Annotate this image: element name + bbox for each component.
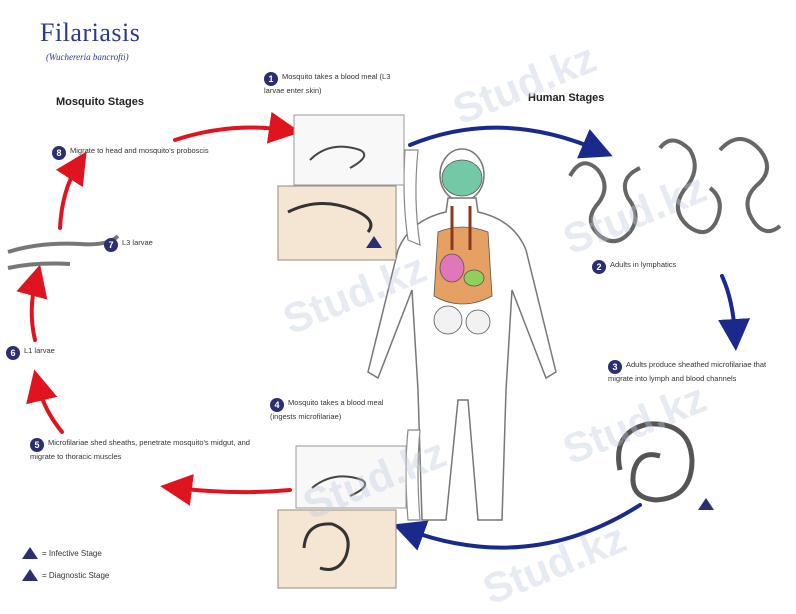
microfilaria-coil	[616, 421, 714, 510]
inset-step4	[277, 445, 407, 589]
step-7-label: 7 L3 larvae	[104, 238, 204, 252]
l3-larva	[7, 234, 120, 270]
mosquito-stages-heading: Mosquito Stages	[56, 96, 145, 108]
step-4-text: Mosquito takes a blood meal (ingests mic…	[270, 398, 384, 421]
step-7-text: L3 larvae	[122, 238, 153, 247]
step-8-text: Migrate to head and mosquito's proboscis	[70, 146, 209, 155]
step-6-badge: 6	[6, 346, 20, 360]
step-8-label: 8 Migrate to head and mosquito's probosci…	[52, 146, 222, 160]
step-2-label: 2 Adults in lymphatics	[592, 260, 742, 274]
legend-infective: = Infective Stage	[42, 549, 102, 558]
arrow-1-to-2	[408, 125, 613, 159]
arrow-3-to-4	[392, 503, 642, 551]
step-6-label: 6 L1 larvae	[6, 346, 116, 360]
diagram-title: Filariasis	[40, 18, 141, 47]
step-7-badge: 7	[104, 238, 118, 252]
step-3-text: Adults produce sheathed microfilariae th…	[608, 360, 767, 383]
step-2-badge: 2	[592, 260, 606, 274]
arrow-2-to-3	[718, 274, 751, 351]
arrow-5-to-6	[26, 369, 64, 434]
mosquito-cycle-arrows	[16, 111, 301, 506]
inset-step1	[277, 114, 405, 261]
legend-infective-triangle	[22, 547, 38, 559]
adult-worms	[568, 137, 782, 244]
step-5-badge: 5	[30, 438, 44, 452]
step-8-badge: 8	[52, 146, 66, 160]
arrow-6-to-7	[16, 264, 48, 342]
legend-diagnostic-triangle	[22, 569, 38, 581]
diagram-subtitle: (Wuchereria bancrofti)	[46, 52, 129, 62]
step-2-text: Adults in lymphatics	[610, 260, 677, 269]
legend-diagnostic: = Diagnostic Stage	[42, 571, 110, 580]
step-3-badge: 3	[608, 360, 622, 374]
filariasis-diagram: Filariasis (Wuchereria bancrofti) Mosqui…	[6, 18, 788, 613]
step-4-badge: 4	[270, 398, 284, 412]
step-6-text: L1 larvae	[24, 346, 55, 355]
step-5-text: Microfilariae shed sheaths, penetrate mo…	[30, 438, 250, 461]
human-cycle-arrows	[392, 125, 751, 551]
arrow-7-to-8	[55, 151, 87, 230]
lifecycle-drawing	[7, 111, 782, 589]
arrow-4-to-5	[160, 473, 292, 506]
organs	[433, 159, 493, 335]
human-stages-heading: Human Stages	[528, 92, 605, 104]
step-1-text: Mosquito takes a blood meal (L3 larvae e…	[264, 72, 391, 95]
arrow-8-to-1	[173, 111, 301, 144]
step-1-badge: 1	[264, 72, 278, 86]
